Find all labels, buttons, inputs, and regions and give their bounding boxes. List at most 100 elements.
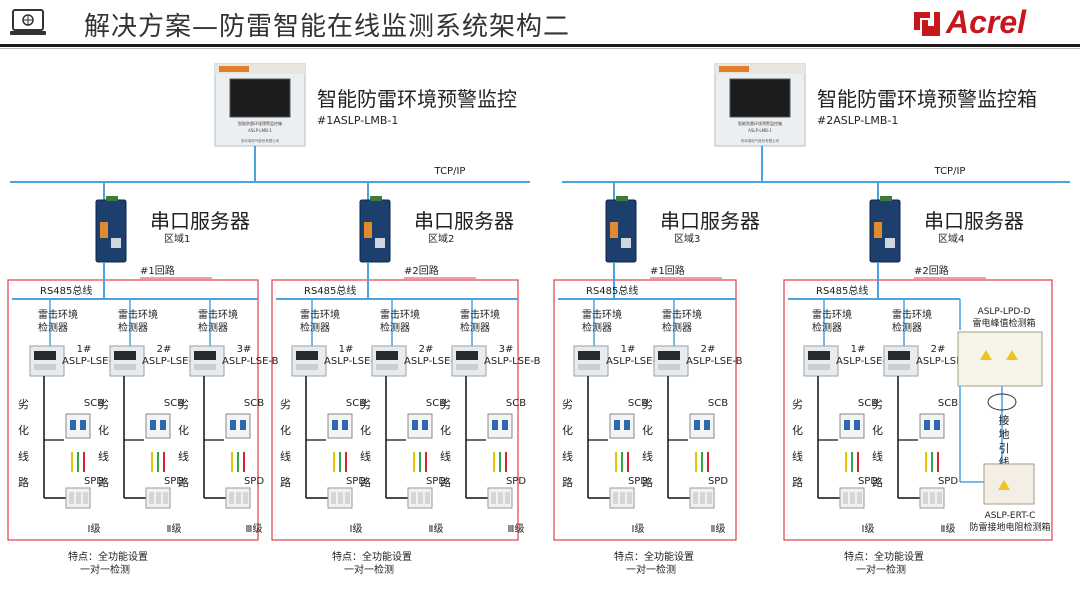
ground-lead-char-2: 地 bbox=[999, 428, 1010, 441]
region-2-detector-3-line-char-4: 路 bbox=[440, 476, 451, 489]
region-2-detector-3-scb-device bbox=[487, 413, 513, 439]
tcp-label-2: TCP/IP bbox=[934, 166, 966, 177]
brand-logo-text: Acrel bbox=[946, 4, 1027, 40]
region-4-serial-server-antenna bbox=[880, 196, 892, 201]
ground-lead-char-4: 线 bbox=[999, 455, 1010, 469]
lpd-name: 雷电峰值检测箱 bbox=[972, 317, 1035, 329]
region-1-detector-3-label-line2: 检测器 bbox=[198, 321, 228, 334]
region-4-detector-1-device bbox=[803, 345, 839, 377]
region-1-detector-2-model: ASLP-LSE-B bbox=[142, 356, 199, 367]
region-4-detector-1-display bbox=[808, 351, 830, 360]
region-1-detector-1-spd-label: SPD bbox=[84, 476, 104, 487]
region-2-detector-1-device bbox=[291, 345, 327, 377]
region-4-detector-2-line-char-4: 路 bbox=[872, 476, 883, 489]
region-1-detector-1-level-label: Ⅰ级 bbox=[88, 523, 101, 535]
region-2-detector-2-line-char-3: 线 bbox=[360, 449, 371, 463]
region-1-detector-3-line-char-1: 劣 bbox=[178, 397, 189, 411]
region-2-detector-3-display bbox=[456, 351, 478, 360]
region-4-frame bbox=[783, 279, 1053, 541]
region-2-detector-1-line-char-3: 线 bbox=[280, 449, 291, 463]
region-4-detector-1-scb-switch-2 bbox=[854, 420, 860, 430]
region-4-detector-2-model: ASLP-LSE-B bbox=[916, 356, 973, 367]
region-4-detector-2-display bbox=[888, 351, 910, 360]
region-3-loop-label: #1回路 bbox=[650, 264, 685, 277]
region-4-detector-2-spd-module-3 bbox=[937, 492, 942, 504]
region-3-detector-1-spd-module-2 bbox=[620, 492, 625, 504]
region-2-detector-2-label-line1: 雷击环境 bbox=[380, 308, 420, 321]
region-4-serial-server-port bbox=[874, 222, 882, 238]
region-2-detector-3-line-char-1: 劣 bbox=[440, 397, 451, 411]
region-3-serial-server-rj45 bbox=[621, 238, 631, 248]
region-3-detector-1-level-label: Ⅰ级 bbox=[632, 523, 645, 535]
region-3-server-area: 区域3 bbox=[674, 232, 700, 245]
region-1-detector-3-label-line1: 雷击环境 bbox=[198, 308, 238, 321]
region-1-detector-2-terminals bbox=[114, 364, 136, 370]
region-1-detector-1-scb-label: SCB bbox=[84, 398, 104, 409]
region-2-detector-2-line-char-4: 路 bbox=[360, 476, 371, 489]
region-4-detector-1-label-line1: 雷击环境 bbox=[812, 308, 852, 321]
region-3-detector-2-line-char-1: 劣 bbox=[642, 397, 653, 411]
region-4-server-area: 区域4 bbox=[938, 232, 964, 245]
region-2-server-area: 区域2 bbox=[428, 232, 454, 245]
region-2-detector-3-id: 3# bbox=[499, 344, 514, 355]
region-2-detector-3-scb-label: SCB bbox=[506, 398, 526, 409]
region-3-detector-1-line-char-3: 线 bbox=[562, 449, 573, 463]
region-4-detector-2-label-line1: 雷击环境 bbox=[892, 308, 932, 321]
region-4-server-title: 串口服务器 bbox=[924, 209, 1024, 233]
region-1-detector-1-line-char-1: 劣 bbox=[18, 397, 29, 411]
region-3-detector-1-line-char-2: 化 bbox=[562, 423, 573, 437]
brand-logo: Acrel bbox=[906, 4, 1066, 42]
region-3-detector-2-terminals bbox=[658, 364, 680, 370]
region-2-detector-1-line-char-4: 路 bbox=[280, 476, 291, 489]
region-1-detector-1-line-char-2: 化 bbox=[18, 423, 29, 437]
region-4-loop-label: #2回路 bbox=[914, 264, 949, 277]
region-2-detector-3-line-char-3: 线 bbox=[440, 449, 451, 463]
region-2-detector-1-id: 1# bbox=[339, 344, 354, 355]
region-1-detector-2-scb-switch-1 bbox=[150, 420, 156, 430]
region-1-detector-1-terminals bbox=[34, 364, 56, 370]
region-4-detector-1-line-char-1: 劣 bbox=[792, 397, 803, 411]
region-4-detector-2-scb-switch-2 bbox=[934, 420, 940, 430]
ert-device bbox=[983, 463, 1035, 505]
region-3-detector-2-scb-switch-2 bbox=[704, 420, 710, 430]
region-1-detector-1-scb-switch-2 bbox=[80, 420, 86, 430]
region-3-detector-1-spd-label: SPD bbox=[628, 476, 648, 487]
region-3-frame bbox=[553, 279, 737, 541]
ground-lead-loop bbox=[987, 393, 1017, 411]
region-2-serial-server-port bbox=[364, 222, 372, 238]
region-1-detector-3-level-label: Ⅲ级 bbox=[246, 523, 263, 535]
region-1-detector-3-spd-module-1 bbox=[229, 492, 234, 504]
region-1-detector-3-spd-module-2 bbox=[236, 492, 241, 504]
region-1-serial-server-port bbox=[100, 222, 108, 238]
region-2-feature-line1: 特点：全功能设置 bbox=[332, 550, 412, 563]
region-1-detector-3-scb-switch-1 bbox=[230, 420, 236, 430]
region-3-detector-2-label-line1: 雷击环境 bbox=[662, 308, 702, 321]
region-4-feature-line1: 特点：全功能设置 bbox=[844, 550, 924, 563]
region-1-detector-3-terminals bbox=[194, 364, 216, 370]
region-1-detector-3-id: 3# bbox=[237, 344, 252, 355]
region-4-detector-2-spd-label: SPD bbox=[938, 476, 958, 487]
region-3-detector-2-line-char-4: 路 bbox=[642, 476, 653, 489]
region-3-detector-1-display bbox=[578, 351, 600, 360]
region-1-feature-line1: 特点：全功能设置 bbox=[68, 550, 148, 563]
laptop-icon bbox=[10, 9, 46, 35]
region-2-server-title: 串口服务器 bbox=[414, 209, 514, 233]
region-3-detector-1-terminals bbox=[578, 364, 600, 370]
region-2-detector-2-level-label: Ⅱ级 bbox=[429, 523, 444, 535]
monitor-screen bbox=[229, 78, 291, 118]
region-2-detector-2-device bbox=[371, 345, 407, 377]
region-3-detector-2-device bbox=[653, 345, 689, 377]
region-1-detector-1-scb-device bbox=[65, 413, 91, 439]
region-2-detector-1-scb-device bbox=[327, 413, 353, 439]
region-1-detector-2-scb-device bbox=[145, 413, 171, 439]
region-3-detector-1-id: 1# bbox=[621, 344, 636, 355]
region-1-detector-2-line-char-3: 线 bbox=[98, 449, 109, 463]
region-3-feature-line2: 一对一检测 bbox=[626, 563, 676, 576]
ert-model: ASLP-ERT-C bbox=[985, 511, 1036, 521]
page-title: 解决方案—防雷智能在线监测系统架构二 bbox=[84, 12, 571, 42]
lpd-model: ASLP-LPD-D bbox=[978, 307, 1031, 317]
region-2-detector-2-id: 2# bbox=[419, 344, 434, 355]
region-2-detector-2-display bbox=[376, 351, 398, 360]
